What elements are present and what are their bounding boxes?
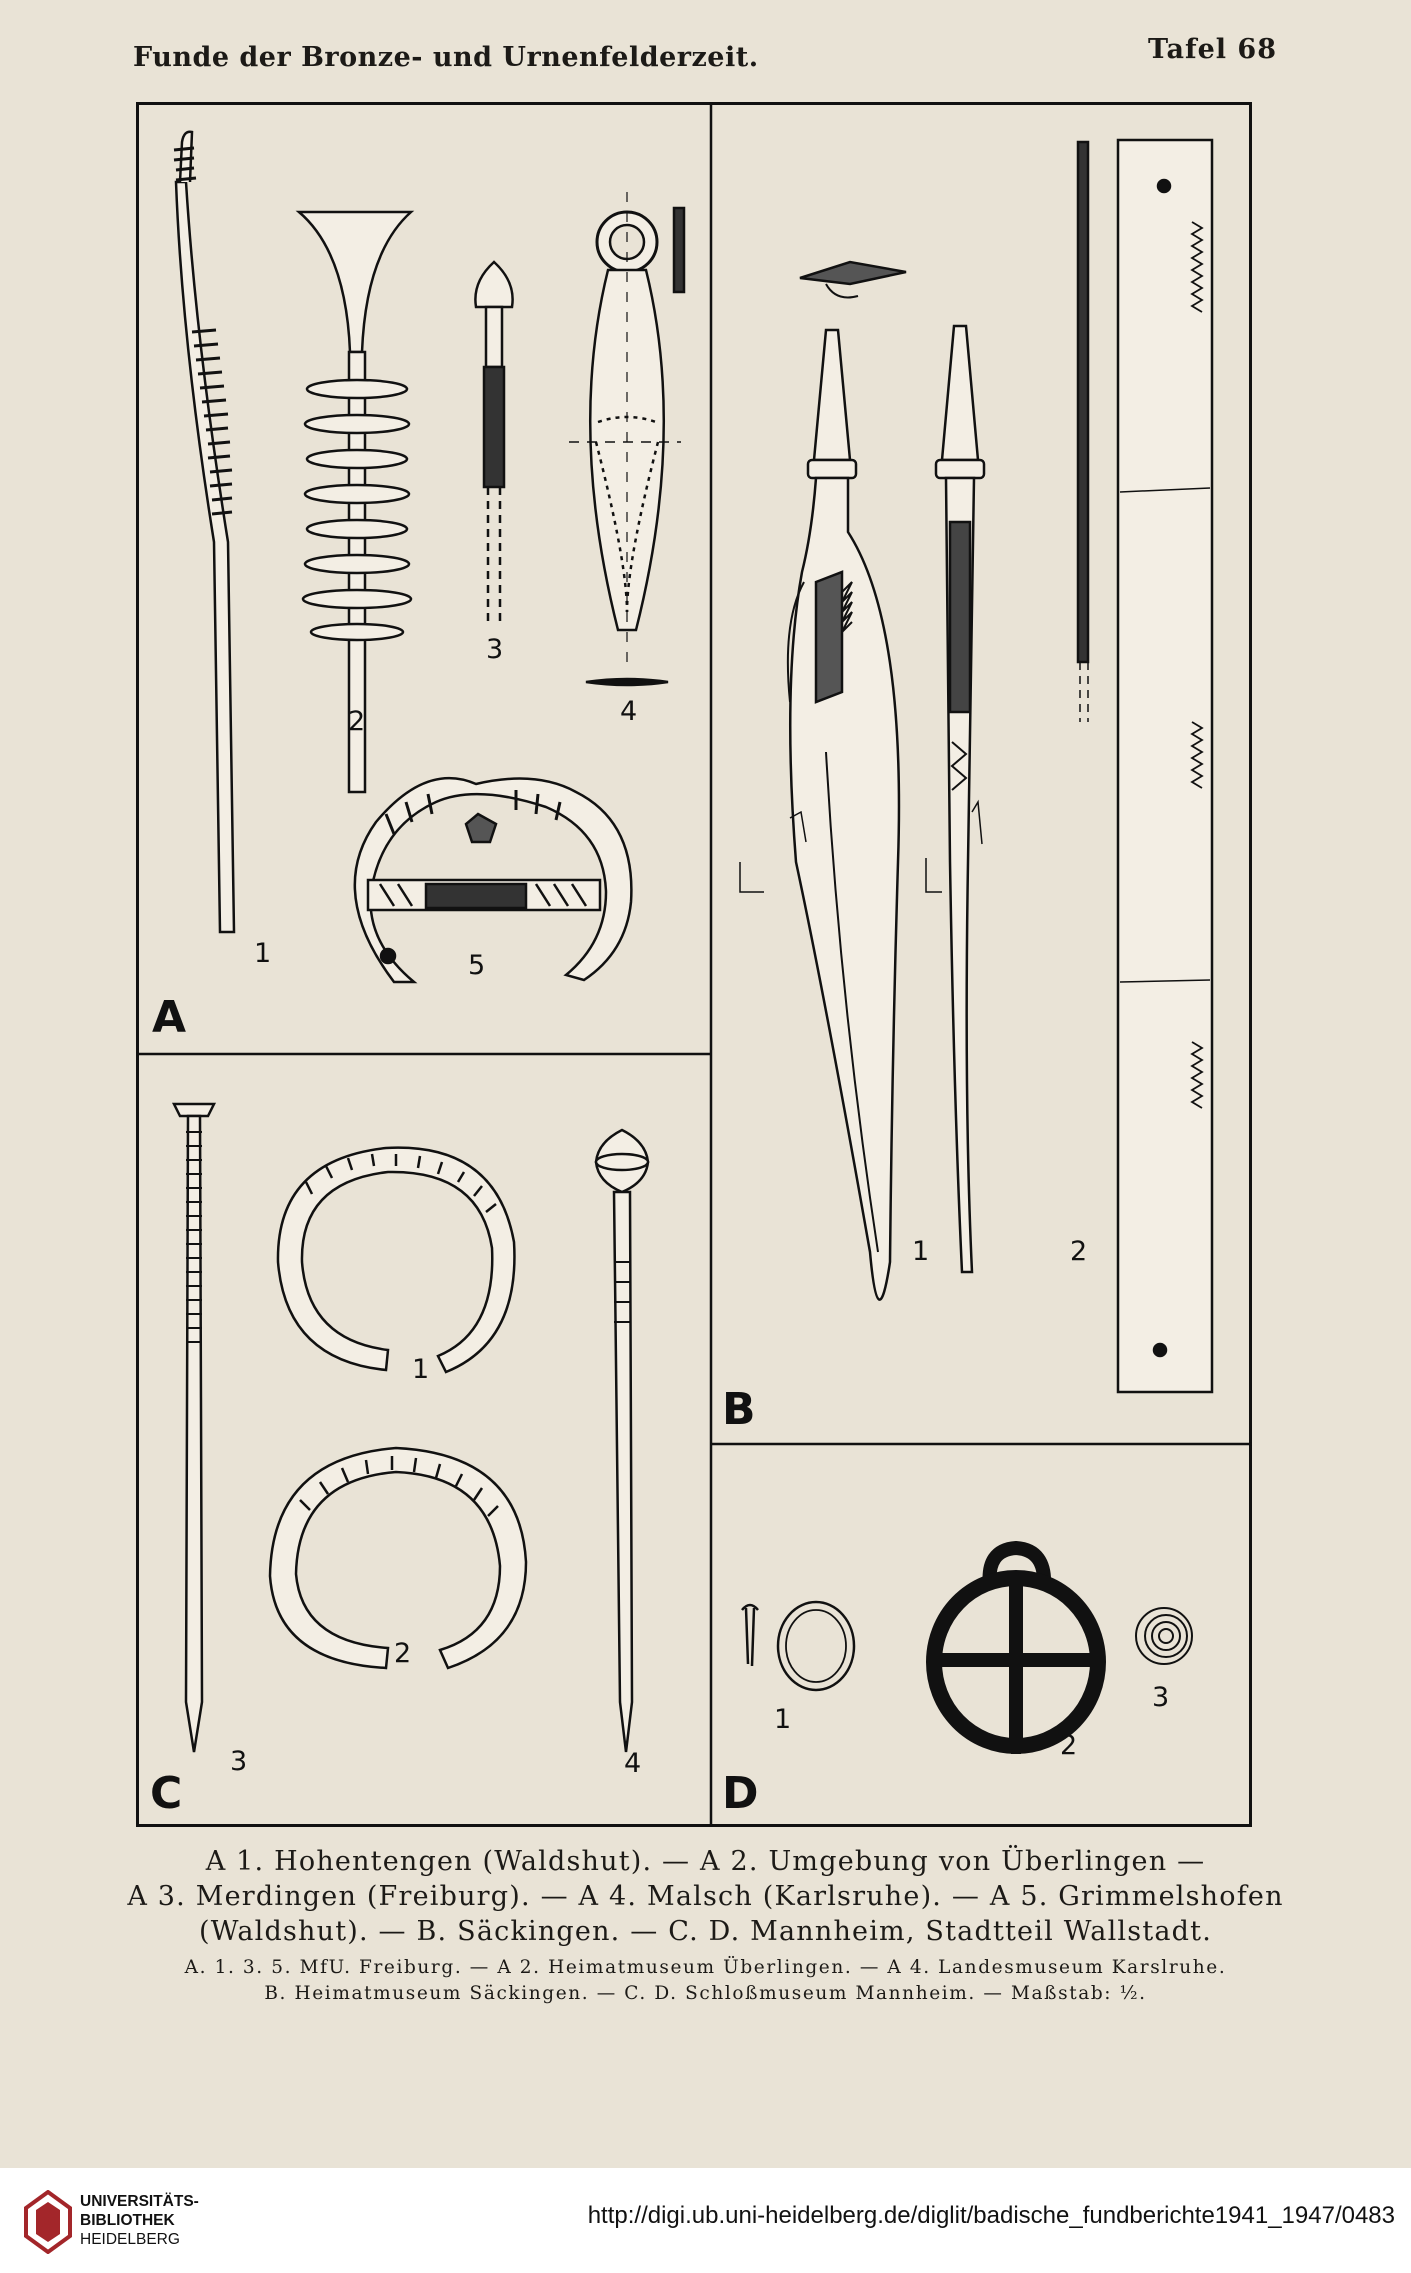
collection-note-line: B. Heimatmuseum Säckingen. — C. D. Schlo…	[264, 1983, 1147, 2004]
panel-d-letter: D	[722, 1768, 759, 1819]
panel-c-letter: C	[150, 1768, 182, 1819]
d1-number: 1	[774, 1704, 791, 1735]
a4-dagger-drawing	[569, 192, 686, 687]
panel-b-letter: B	[722, 1384, 756, 1435]
a2-number: 2	[348, 706, 365, 737]
d1-wire-ring-drawing	[741, 1600, 856, 1692]
a1-number: 1	[254, 938, 271, 969]
a4-number: 4	[620, 696, 637, 727]
a5-number: 5	[468, 950, 485, 981]
plate-figure: 1 2 3 4 5 A	[136, 102, 1252, 1827]
panel-d	[741, 1540, 1193, 1754]
collection-note: A. 1. 3. 5. MfU. Freiburg. — A 2. Heimat…	[100, 1955, 1311, 2007]
source-url-link[interactable]: http://digi.ub.uni-heidelberg.de/diglit/…	[587, 2202, 1395, 2229]
a2-pin-drawing	[295, 210, 415, 794]
collection-note-line: A. 1. 3. 5. MfU. Freiburg. — A 2. Heimat…	[184, 1957, 1227, 1978]
c2-bracelet-drawing	[268, 1446, 528, 1670]
c3-number: 3	[230, 1746, 247, 1777]
b2-number: 2	[1070, 1236, 1087, 1267]
panel-c	[171, 1102, 650, 1753]
b1-sword-drawing	[739, 328, 901, 1301]
a1-pin-drawing	[173, 130, 236, 934]
c2-number: 2	[394, 1638, 411, 1669]
c1-bracelet-drawing	[276, 1146, 516, 1374]
b2-saw-strip-drawing	[1076, 138, 1214, 1394]
caption-line: A 1. Hohentengen (Waldshut). — A 2. Umge…	[205, 1846, 1206, 1877]
b1-number: 1	[912, 1236, 929, 1267]
panel-a	[173, 130, 686, 984]
a5-bracelet-drawing	[353, 776, 633, 984]
caption-line: A 3. Merdingen (Freiburg). — A 4. Malsch…	[127, 1881, 1284, 1912]
d3-spiral-drawing	[1135, 1607, 1193, 1665]
c4-pin-drawing	[594, 1128, 650, 1753]
plate-number: Tafel 68	[1147, 34, 1277, 65]
b-rivet-drawing	[799, 260, 907, 299]
caption-line: (Waldshut). — B. Säckingen. — C. D. Mann…	[199, 1916, 1212, 1947]
library-logo-icon	[24, 2190, 72, 2254]
digitization-footer: UNIVERSITÄTS- BIBLIOTHEK HEIDELBERG http…	[0, 2168, 1411, 2273]
panel-b	[739, 138, 1214, 1394]
d2-number: 2	[1060, 1730, 1077, 1761]
panel-a-letter: A	[152, 992, 186, 1043]
a3-pin-drawing	[474, 260, 514, 622]
plate-frame	[136, 102, 1252, 1827]
c4-number: 4	[624, 1748, 641, 1779]
plate-illustration: 1 2 3 4 5 A	[136, 102, 1252, 1827]
running-header-title: Funde der Bronze- und Urnenfelderzeit.	[133, 42, 759, 73]
d3-number: 3	[1152, 1682, 1169, 1713]
c3-pin-drawing	[171, 1102, 217, 1753]
a3-number: 3	[486, 634, 503, 665]
library-name: UNIVERSITÄTS- BIBLIOTHEK HEIDELBERG	[80, 2193, 199, 2248]
c1-number: 1	[412, 1354, 429, 1385]
plate-caption: A 1. Hohentengen (Waldshut). — A 2. Umge…	[100, 1844, 1311, 1949]
d2-wheel-pendant-drawing	[926, 1540, 1106, 1754]
b2-blade-drawing	[925, 324, 986, 1274]
